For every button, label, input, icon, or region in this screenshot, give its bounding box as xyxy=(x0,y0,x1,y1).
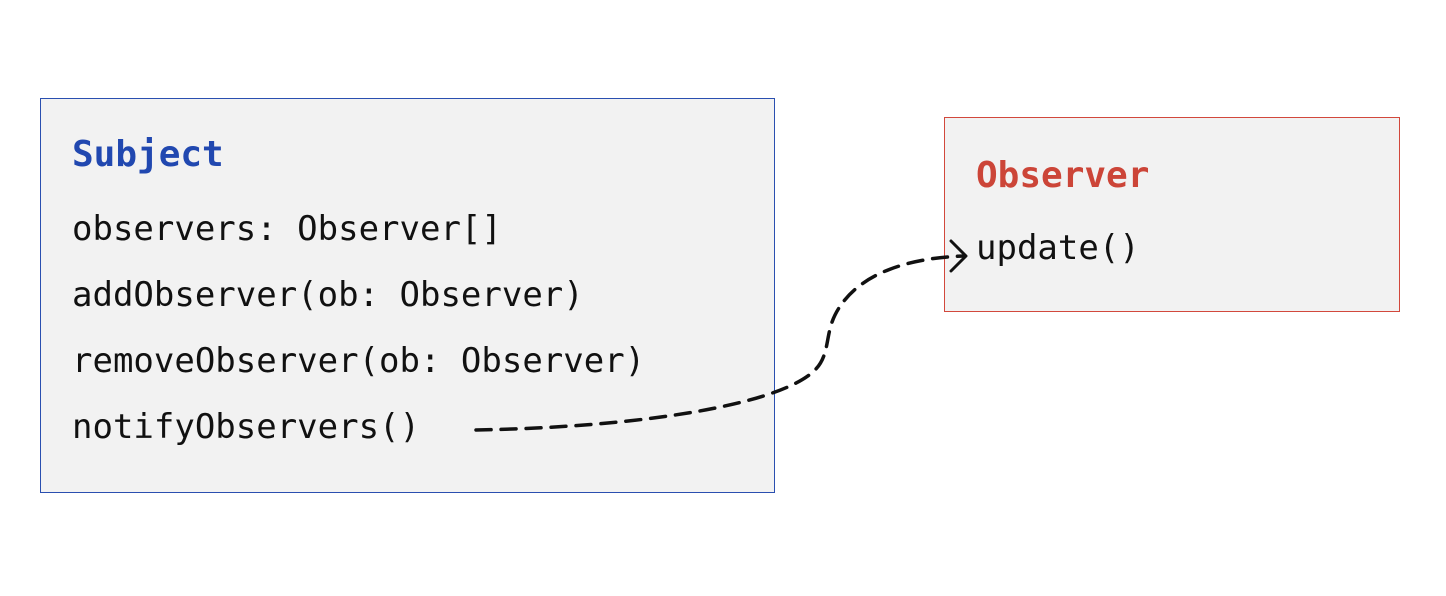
subject-member-add-observer: addObserver(ob: Observer) xyxy=(72,275,584,315)
subject-class-title: Subject xyxy=(72,134,224,175)
subject-member-observers: observers: Observer[] xyxy=(72,209,502,249)
observer-class-box: Observer update() xyxy=(944,117,1400,312)
subject-member-remove-observer: removeObserver(ob: Observer) xyxy=(72,341,646,381)
subject-class-box: Subject observers: Observer[] addObserve… xyxy=(40,98,775,493)
observer-member-update: update() xyxy=(976,228,1140,268)
observer-class-title: Observer xyxy=(976,155,1150,196)
subject-member-notify-observers: notifyObservers() xyxy=(72,407,420,447)
